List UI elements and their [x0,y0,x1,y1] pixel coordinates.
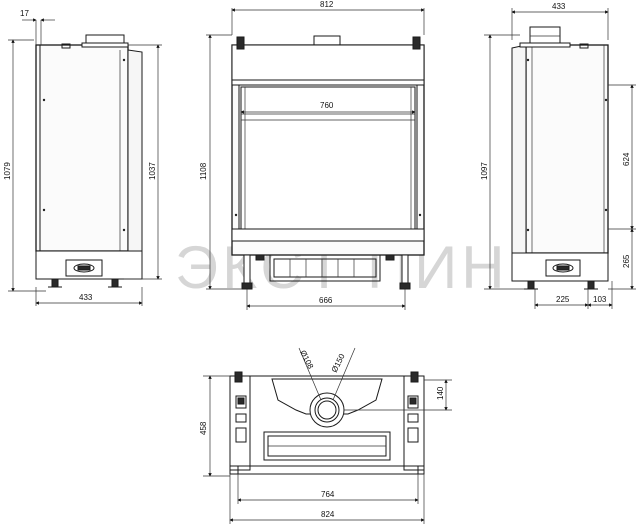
dim-label: 265 [622,254,631,268]
dim-label: 225 [556,295,570,304]
dim-label: 1097 [480,162,489,180]
dim-label: 760 [320,101,334,110]
dim-label: 666 [319,296,333,305]
side-view-left [35,34,143,288]
dim-label: 624 [622,152,631,166]
dims-right: 433 1097 624 265 225 103 [480,2,636,309]
side-body-left [35,44,129,252]
side-body-right [525,44,609,254]
dims-left: 17 1079 1037 433 [3,9,162,306]
dim-label: 433 [79,293,93,302]
front-view [231,35,425,290]
dim-label: 824 [321,510,335,519]
dim-label: 17 [20,9,29,18]
dim-label: 764 [321,490,335,499]
dim-label: 1108 [199,162,208,180]
side-view-right [511,26,609,290]
dim-label: Ø150 [330,352,347,374]
dim-label: 812 [320,0,334,9]
dim-label: 458 [199,421,208,435]
dim-label: 140 [436,386,445,400]
top-view [229,371,425,475]
dim-label: 1079 [3,162,12,180]
dims-front: 812 760 1108 666 [199,0,425,310]
dim-label: 433 [552,2,566,11]
dim-label: Ø108 [298,349,315,371]
dim-label: 103 [593,295,607,304]
dim-label: 1037 [148,162,157,180]
